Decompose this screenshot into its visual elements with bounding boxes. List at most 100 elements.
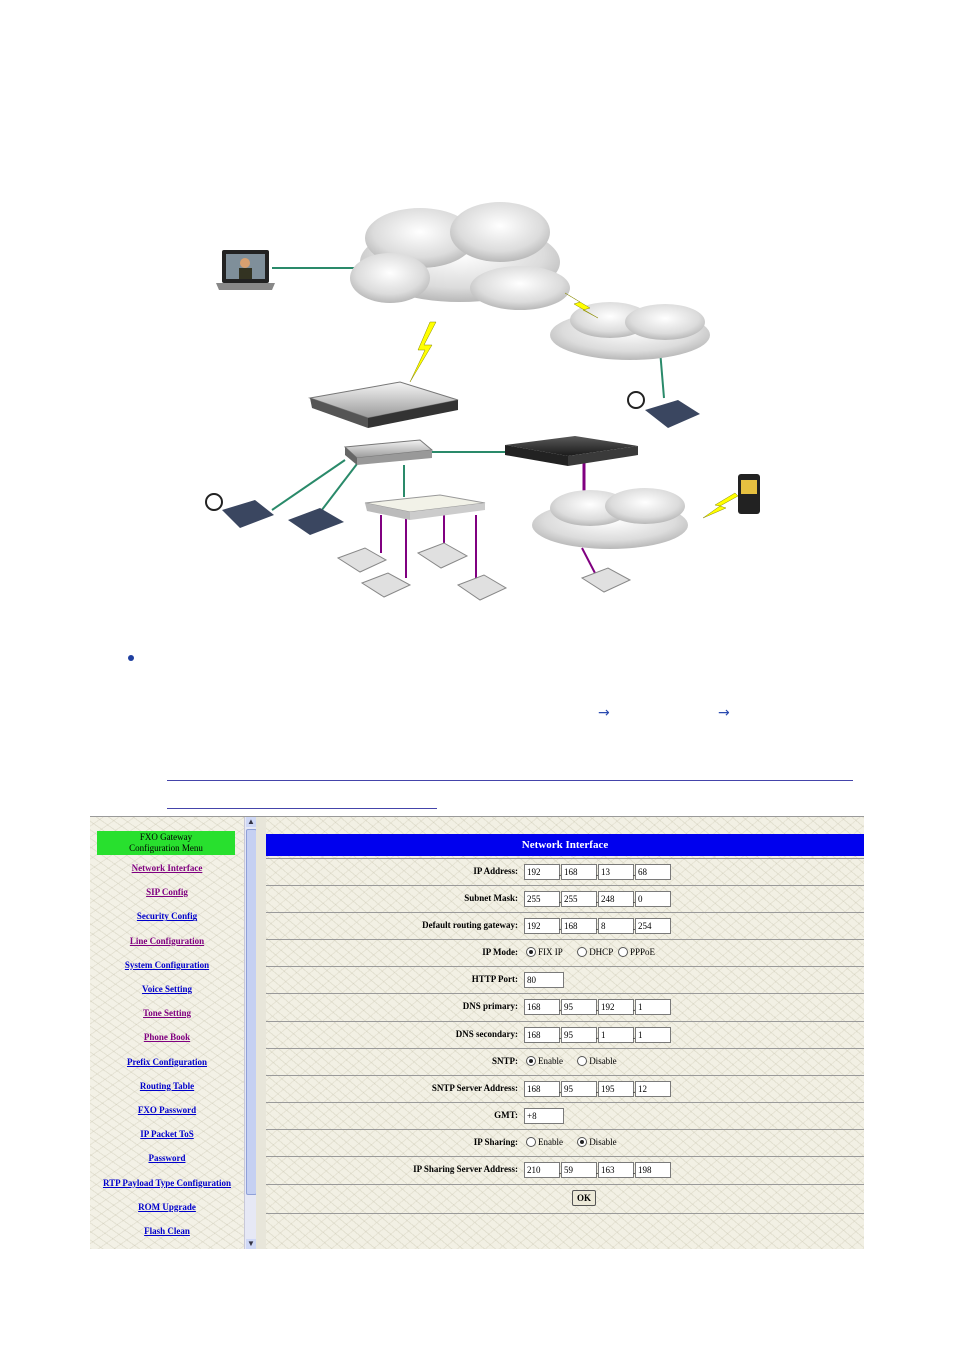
analog-phone-icon-2 bbox=[360, 572, 412, 598]
subnet-mask-octet-4-input[interactable]: 0 bbox=[635, 891, 671, 907]
dns-secondary-octet-1-input[interactable]: 168 bbox=[524, 1027, 560, 1043]
ip-mode-radio-fix-ip[interactable] bbox=[526, 947, 536, 957]
octet-separator: . bbox=[596, 1166, 598, 1176]
menu-item-password[interactable]: Password bbox=[148, 1153, 186, 1164]
ip-mode-option-label: DHCP bbox=[589, 947, 614, 957]
dns-primary-octet-4-input[interactable]: 1 bbox=[635, 999, 671, 1015]
http-port-input[interactable]: 80 bbox=[524, 972, 564, 988]
menu-item-network-interface[interactable]: Network Interface bbox=[131, 863, 203, 873]
dns-secondary-octet-2-input[interactable]: 95 bbox=[561, 1027, 597, 1043]
scroll-up-icon[interactable]: ▲ bbox=[246, 817, 256, 827]
ip-sharing-server-octet-4-input[interactable]: 198 bbox=[635, 1162, 671, 1178]
switch-icon bbox=[343, 439, 434, 465]
ip-mode-radio-pppoe[interactable] bbox=[618, 947, 628, 957]
row-http-port: HTTP Port: 80 bbox=[266, 966, 864, 993]
ip-address-octet-3-input[interactable]: 13 bbox=[598, 864, 634, 880]
ip-sharing-radio-disable[interactable] bbox=[577, 1137, 588, 1147]
row-gateway: Default routing gateway:192.168.8.254 bbox=[266, 912, 864, 939]
ip-sharing-server-octet-1-input[interactable]: 210 bbox=[524, 1162, 560, 1178]
menu-item-prefix-configuration[interactable]: Prefix Configuration bbox=[126, 1056, 208, 1067]
octet-separator: . bbox=[633, 1003, 635, 1013]
subnet-mask-octet-2-input[interactable]: 255 bbox=[561, 891, 597, 907]
ok-button[interactable]: OK bbox=[572, 1190, 596, 1206]
row-ip-address: IP Address:192.168.13.68 bbox=[266, 858, 864, 885]
sntp-server-octet-2-input[interactable]: 95 bbox=[561, 1081, 597, 1097]
gateway-octet-1-input[interactable]: 192 bbox=[524, 918, 560, 934]
pstn-cloud bbox=[550, 302, 710, 360]
mobile-cloud bbox=[532, 488, 688, 549]
bullet-point bbox=[128, 655, 134, 661]
menu-title: FXO Gateway Configuration Menu bbox=[97, 831, 235, 855]
menu-item-routing-table[interactable]: Routing Table bbox=[139, 1080, 195, 1091]
gateway-octet-4-input[interactable]: 254 bbox=[635, 918, 671, 934]
http-port-label: HTTP Port: bbox=[471, 974, 518, 984]
ip-sharing-radio-enable[interactable] bbox=[526, 1137, 536, 1147]
octet-separator: . bbox=[596, 922, 598, 932]
octet-separator: . bbox=[596, 895, 598, 905]
gateway-octet-3-input[interactable]: 8 bbox=[598, 918, 634, 934]
menu-item-rtp-payload-type-configuration[interactable]: RTP Payload Type Configuration bbox=[102, 1177, 232, 1188]
config-screenshot: FXO Gateway Configuration Menu Network I… bbox=[90, 816, 864, 1249]
analog-phone-icon-5 bbox=[580, 567, 632, 593]
arrow-icon-2: → bbox=[718, 705, 730, 721]
ip-address-octet-1-input[interactable]: 192 bbox=[524, 864, 560, 880]
row-subnet-mask: Subnet Mask:255.255.248.0 bbox=[266, 885, 864, 912]
dns-secondary-octet-3-input[interactable]: 1 bbox=[598, 1027, 634, 1043]
octet-separator: . bbox=[559, 1031, 561, 1041]
octet-separator: . bbox=[633, 895, 635, 905]
octet-separator: . bbox=[633, 1166, 635, 1176]
menu-item-system-configuration[interactable]: System Configuration bbox=[124, 959, 210, 970]
octet-separator: . bbox=[633, 1085, 635, 1095]
octet-separator: . bbox=[596, 1031, 598, 1041]
menu-item-flash-clean[interactable]: Flash Clean bbox=[144, 1226, 190, 1236]
row-ip-sharing-server: IP Sharing Server Address:210.59.163.198 bbox=[266, 1156, 864, 1184]
mobile-phone-icon bbox=[738, 474, 760, 514]
arrow-icon-1: → bbox=[598, 705, 610, 721]
subnet-mask-octet-3-input[interactable]: 248 bbox=[598, 891, 634, 907]
dns-primary-label: DNS primary: bbox=[462, 1001, 518, 1011]
menu-item-fxo-password[interactable]: FXO Password bbox=[137, 1105, 197, 1115]
scroll-down-icon[interactable]: ▼ bbox=[246, 1239, 256, 1249]
menu-item-voice-setting[interactable]: Voice Setting bbox=[142, 984, 192, 994]
row-sntp-server: SNTP Server Address:168.95.195.12 bbox=[266, 1075, 864, 1102]
gmt-label: GMT: bbox=[494, 1110, 518, 1120]
subnet-mask-octet-1-input[interactable]: 255 bbox=[524, 891, 560, 907]
dns-primary-octet-1-input[interactable]: 168 bbox=[524, 999, 560, 1015]
octet-separator: . bbox=[559, 895, 561, 905]
ip-address-octet-2-input[interactable]: 168 bbox=[561, 864, 597, 880]
octet-separator: . bbox=[559, 922, 561, 932]
ip-phone-icon-3 bbox=[627, 391, 700, 428]
sntp-server-octet-1-input[interactable]: 168 bbox=[524, 1081, 560, 1097]
menu-item-security-config[interactable]: Security Config bbox=[136, 911, 198, 922]
gateway-octet-2-input[interactable]: 168 bbox=[561, 918, 597, 934]
sntp-radio-disable[interactable] bbox=[577, 1056, 588, 1066]
octet-separator: . bbox=[633, 922, 635, 932]
octet-separator: . bbox=[559, 1085, 561, 1095]
ip-mode-option-label: FIX IP bbox=[538, 947, 563, 957]
sntp-radio-enable[interactable] bbox=[526, 1056, 536, 1066]
ip-sharing-server-octet-2-input[interactable]: 59 bbox=[561, 1162, 597, 1178]
ip-sharing-server-octet-3-input[interactable]: 163 bbox=[598, 1162, 634, 1178]
octet-separator: . bbox=[596, 868, 598, 878]
dns-secondary-octet-4-input[interactable]: 1 bbox=[635, 1027, 671, 1043]
sntp-server-octet-3-input[interactable]: 195 bbox=[598, 1081, 634, 1097]
ip-sharing-server-label: IP Sharing Server Address: bbox=[413, 1164, 518, 1174]
row-dns-primary: DNS primary:168.95.192.1 bbox=[266, 993, 864, 1021]
menu-item-ip-packet-tos[interactable]: IP Packet ToS bbox=[140, 1129, 194, 1140]
menu-item-phone-book[interactable]: Phone Book bbox=[143, 1032, 191, 1043]
dns-primary-octet-3-input[interactable]: 192 bbox=[598, 999, 634, 1015]
menu-item-sip-config[interactable]: SIP Config bbox=[146, 887, 188, 898]
ip-mode-radio-dhcp[interactable] bbox=[577, 947, 588, 957]
gateway-label: Default routing gateway: bbox=[422, 920, 518, 930]
row-ok: OK bbox=[266, 1184, 864, 1214]
sntp-server-octet-4-input[interactable]: 12 bbox=[635, 1081, 671, 1097]
ip-address-octet-4-input[interactable]: 68 bbox=[635, 864, 671, 880]
menu-item-rom-upgrade[interactable]: ROM Upgrade bbox=[138, 1201, 196, 1212]
gmt-input[interactable]: +8 bbox=[524, 1108, 564, 1124]
menu-item-tone-setting[interactable]: Tone Setting bbox=[143, 1008, 191, 1019]
network-interface-frame: Network Interface IP Address:192.168.13.… bbox=[266, 817, 864, 1249]
dns-primary-octet-2-input[interactable]: 95 bbox=[561, 999, 597, 1015]
menu-item-line-configuration[interactable]: Line Configuration bbox=[129, 935, 205, 946]
